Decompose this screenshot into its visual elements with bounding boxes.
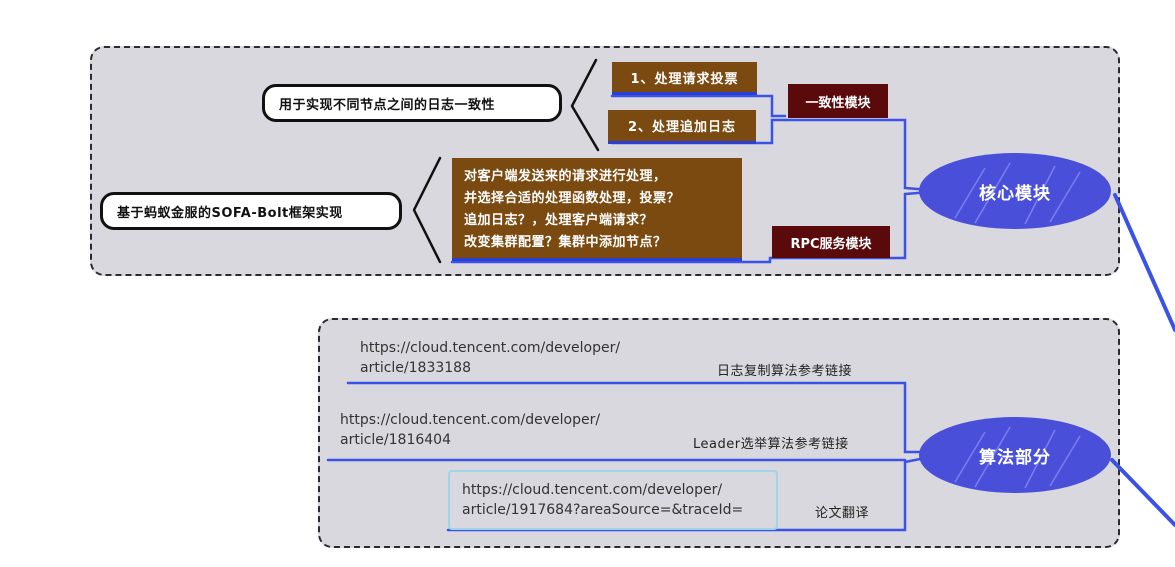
append-log-text: 2、处理追加日志 [627,120,737,135]
rpc-detail-line: 追加日志？，处理客户端请求？ [464,213,654,228]
paper-translation-label: 论文翻译 [815,506,870,521]
rpc-detail-node: 对客户端发送来的请求进行处理， 并选择合适的处理函数处理，投票？ 追加日志？，处… [452,158,742,261]
algorithm-text: 算法部分 [979,447,1051,468]
rpc-module-node: RPC服务模块 [772,226,890,258]
rpc-module-text: RPC服务模块 [790,236,872,252]
log-replication-label: 日志复制算法参考链接 [717,364,853,379]
paper-translation-link[interactable]: https://cloud.tencent.com/developer/ art… [448,470,778,530]
core-module-hub-shape [919,153,1111,229]
sofa-bolt-desc-text: 基于蚂蚁金服的SOFA-Bolt框架实现 [117,205,343,221]
vote-request-node: 1、处理请求投票 [612,62,757,95]
link-url-line[interactable]: https://cloud.tencent.com/developer/ [360,340,621,356]
rpc-detail-line: 改变集群配置？集群中添加节点？ [464,235,667,250]
log-consistency-desc: 用于实现不同节点之间的日志一致性 [262,84,562,122]
link-url-line[interactable]: article/1833188 [360,360,471,376]
link-url-line[interactable]: article/1816404 [340,432,451,448]
rpc-detail-line: 对客户端发送来的请求进行处理， [464,169,667,184]
log-replication-link[interactable]: https://cloud.tencent.com/developer/ art… [360,338,690,378]
leader-election-label: Leader选举算法参考链接 [693,437,849,452]
vote-request-text: 1、处理请求投票 [630,71,739,87]
append-log-node: 2、处理追加日志 [608,110,756,144]
log-consistency-desc-text: 用于实现不同节点之间的日志一致性 [279,97,496,113]
leader-election-link[interactable]: https://cloud.tencent.com/developer/ art… [340,410,670,450]
algorithm-hub: 算法部分 [915,412,1115,498]
rpc-detail-line: 并选择合适的处理函数处理，投票？ [464,191,681,206]
sofa-bolt-desc: 基于蚂蚁金服的SOFA-Bolt框架实现 [100,192,402,230]
consistency-module-node: 一致性模块 [788,84,888,118]
consistency-module-text: 一致性模块 [805,95,871,111]
core-module-text: 核心模块 [979,183,1051,204]
algorithm-hub-shape [919,417,1111,493]
link-url-line[interactable]: https://cloud.tencent.com/developer/ [340,412,601,428]
core-module-hub: 核心模块 [915,148,1115,234]
link-url-line[interactable]: https://cloud.tencent.com/developer/ [462,482,723,498]
link-url-line[interactable]: article/1917684?areaSource=&traceId= [462,502,744,518]
